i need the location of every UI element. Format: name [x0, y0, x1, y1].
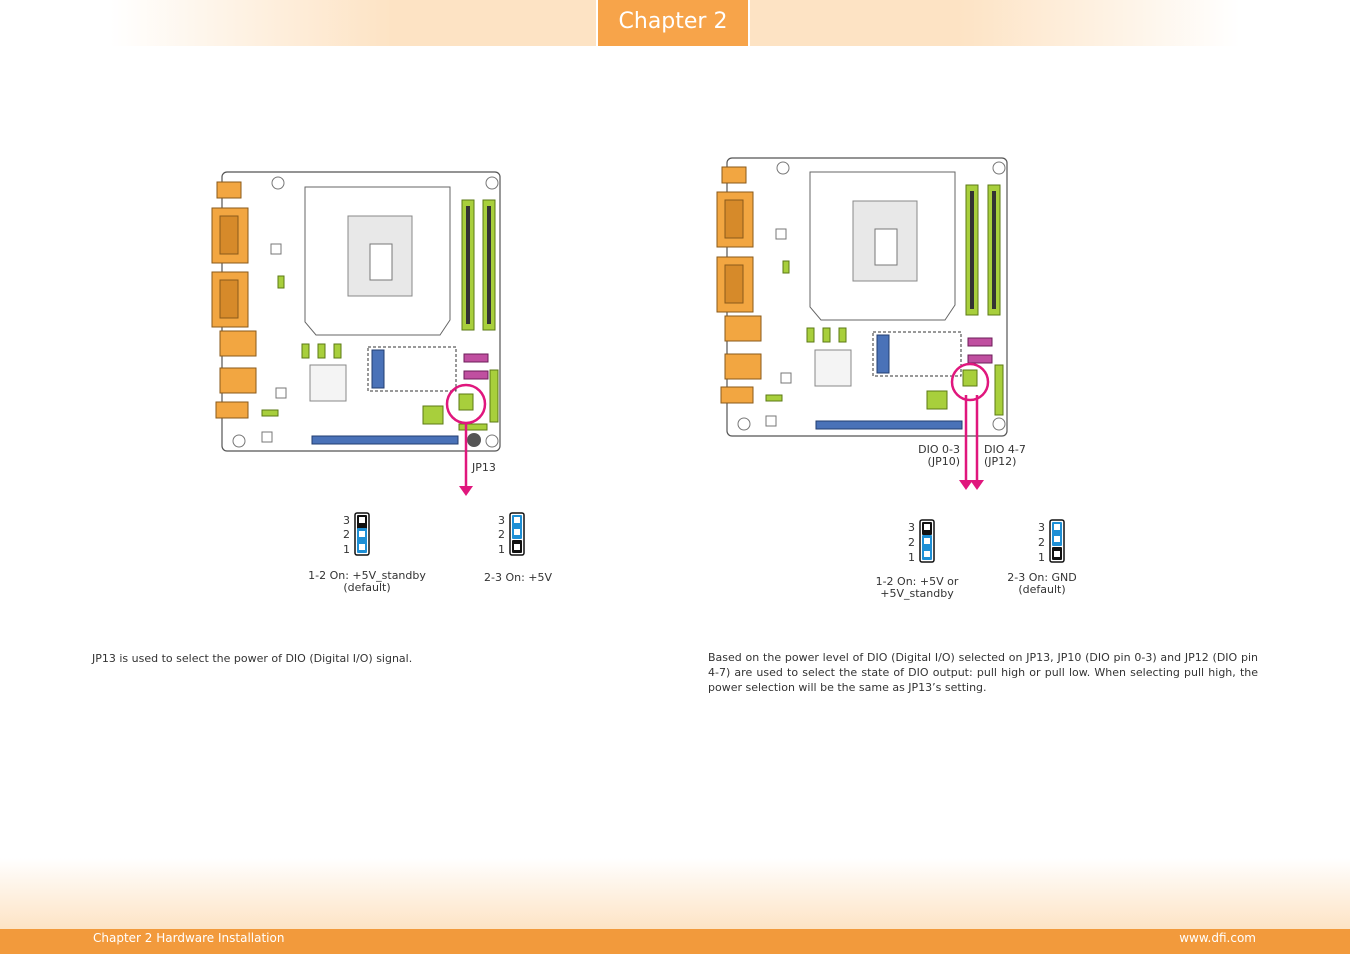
footer-website-link[interactable]: www.dfi.com	[1179, 931, 1256, 945]
right-setting-a-caption-line2: +5V_standby	[880, 587, 954, 600]
chapter-tab: Chapter 2	[596, 0, 750, 46]
right-b-pin-3: 3	[1038, 521, 1045, 534]
right-setting-b-caption-line1: 2-3 On: GND	[1007, 571, 1077, 584]
left-a-pin-3: 3	[343, 514, 350, 527]
jp13-label: JP13	[472, 461, 496, 474]
dio03-label: DIO 0-3 (JP10)	[900, 444, 960, 468]
left-setting-b-caption: 2-3 On: +5V	[484, 571, 553, 584]
right-a-pin-3: 3	[908, 521, 915, 534]
dio03-label-line2: (JP10)	[927, 455, 960, 468]
right-jumper-setting-b-icon	[1049, 519, 1065, 563]
right-b-pin-2: 2	[1038, 536, 1045, 549]
footer-chapter-title: Chapter 2 Hardware Installation	[93, 931, 285, 945]
left-jumper-setting-a-icon	[354, 512, 370, 556]
footer-glow	[0, 858, 1350, 930]
right-description: Based on the power level of DIO (Digital…	[708, 651, 1258, 694]
left-setting-a-caption-line1: 1-2 On: +5V_standby	[308, 569, 426, 582]
left-b-pin-3: 3	[498, 514, 505, 527]
left-jumper-setting-b-icon	[509, 512, 525, 556]
footer-bar	[0, 929, 1350, 954]
left-motherboard-diagram	[211, 171, 501, 452]
left-setting-a-caption-line2: (default)	[343, 581, 391, 594]
left-a-pin-2: 2	[343, 528, 350, 541]
left-b-pin-1: 1	[498, 543, 505, 556]
right-b-pin-1: 1	[1038, 551, 1045, 564]
right-jumper-setting-a-icon	[919, 519, 935, 563]
dio47-label-line1: DIO 4-7	[984, 443, 1026, 456]
left-setting-a-caption: 1-2 On: +5V_standby (default)	[287, 570, 447, 594]
right-a-pin-1: 1	[908, 551, 915, 564]
left-a-pin-1: 1	[343, 543, 350, 556]
right-setting-b-caption: 2-3 On: GND (default)	[992, 572, 1092, 596]
right-setting-a-caption: 1-2 On: +5V or +5V_standby	[857, 576, 977, 600]
left-b-pin-2: 2	[498, 528, 505, 541]
dio47-label-line2: (JP12)	[984, 455, 1017, 468]
right-a-pin-2: 2	[908, 536, 915, 549]
right-setting-a-caption-line1: 1-2 On: +5V or	[875, 575, 959, 588]
dio03-label-line1: DIO 0-3	[918, 443, 960, 456]
left-description: JP13 is used to select the power of DIO …	[92, 652, 413, 665]
right-motherboard-diagram	[716, 157, 1008, 437]
right-setting-b-caption-line2: (default)	[1018, 583, 1066, 596]
dio47-label: DIO 4-7 (JP12)	[984, 444, 1044, 468]
